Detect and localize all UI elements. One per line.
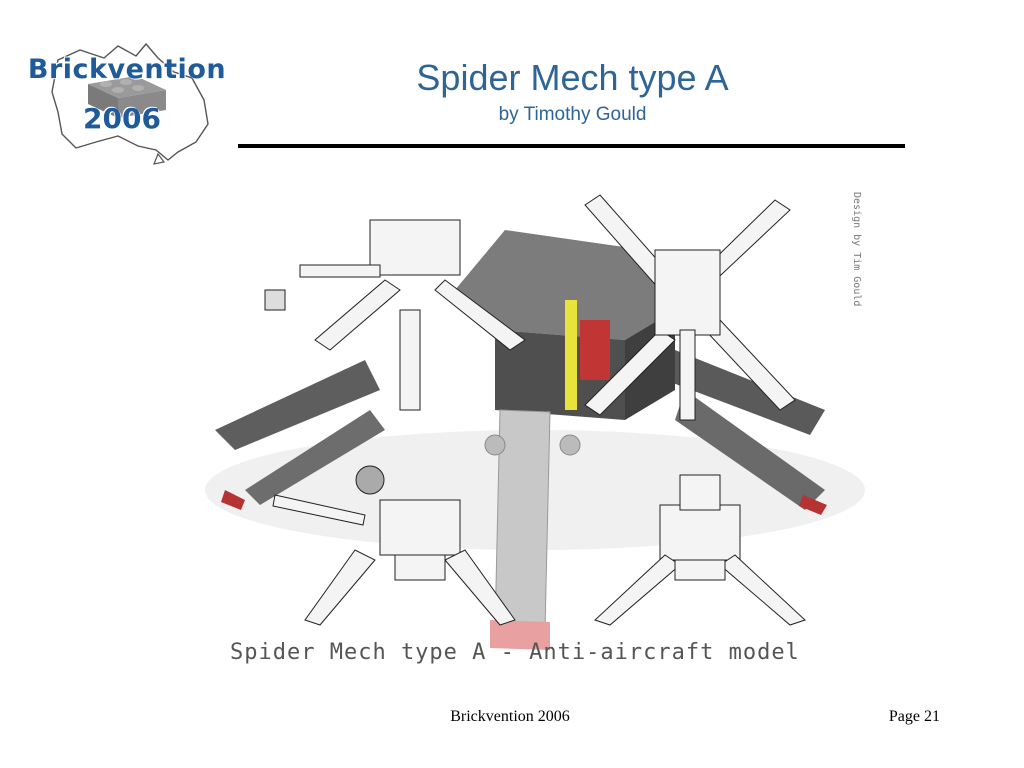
footer-event-name: Brickvention 2006 [450,708,570,725]
figure-caption: Spider Mech type A - Anti-aircraft model [230,640,800,665]
australia-brick-logo-graphic [51,42,209,165]
slide-subtitle: by Timothy Gould [498,104,647,125]
title-divider [238,144,905,148]
design-credit: Design by Tim Gould [851,192,862,307]
logo-brickvention-text: Brickvention [27,54,227,85]
logo-year-text: 2006 [83,102,161,135]
spider-mech-render [205,190,873,675]
spider-mech-illustration [205,194,865,650]
page-number: Page 21 [888,708,940,725]
slide-title: Spider Mech type A [416,57,729,98]
brickvention-logo: Brickvention 2006 [18,38,236,166]
